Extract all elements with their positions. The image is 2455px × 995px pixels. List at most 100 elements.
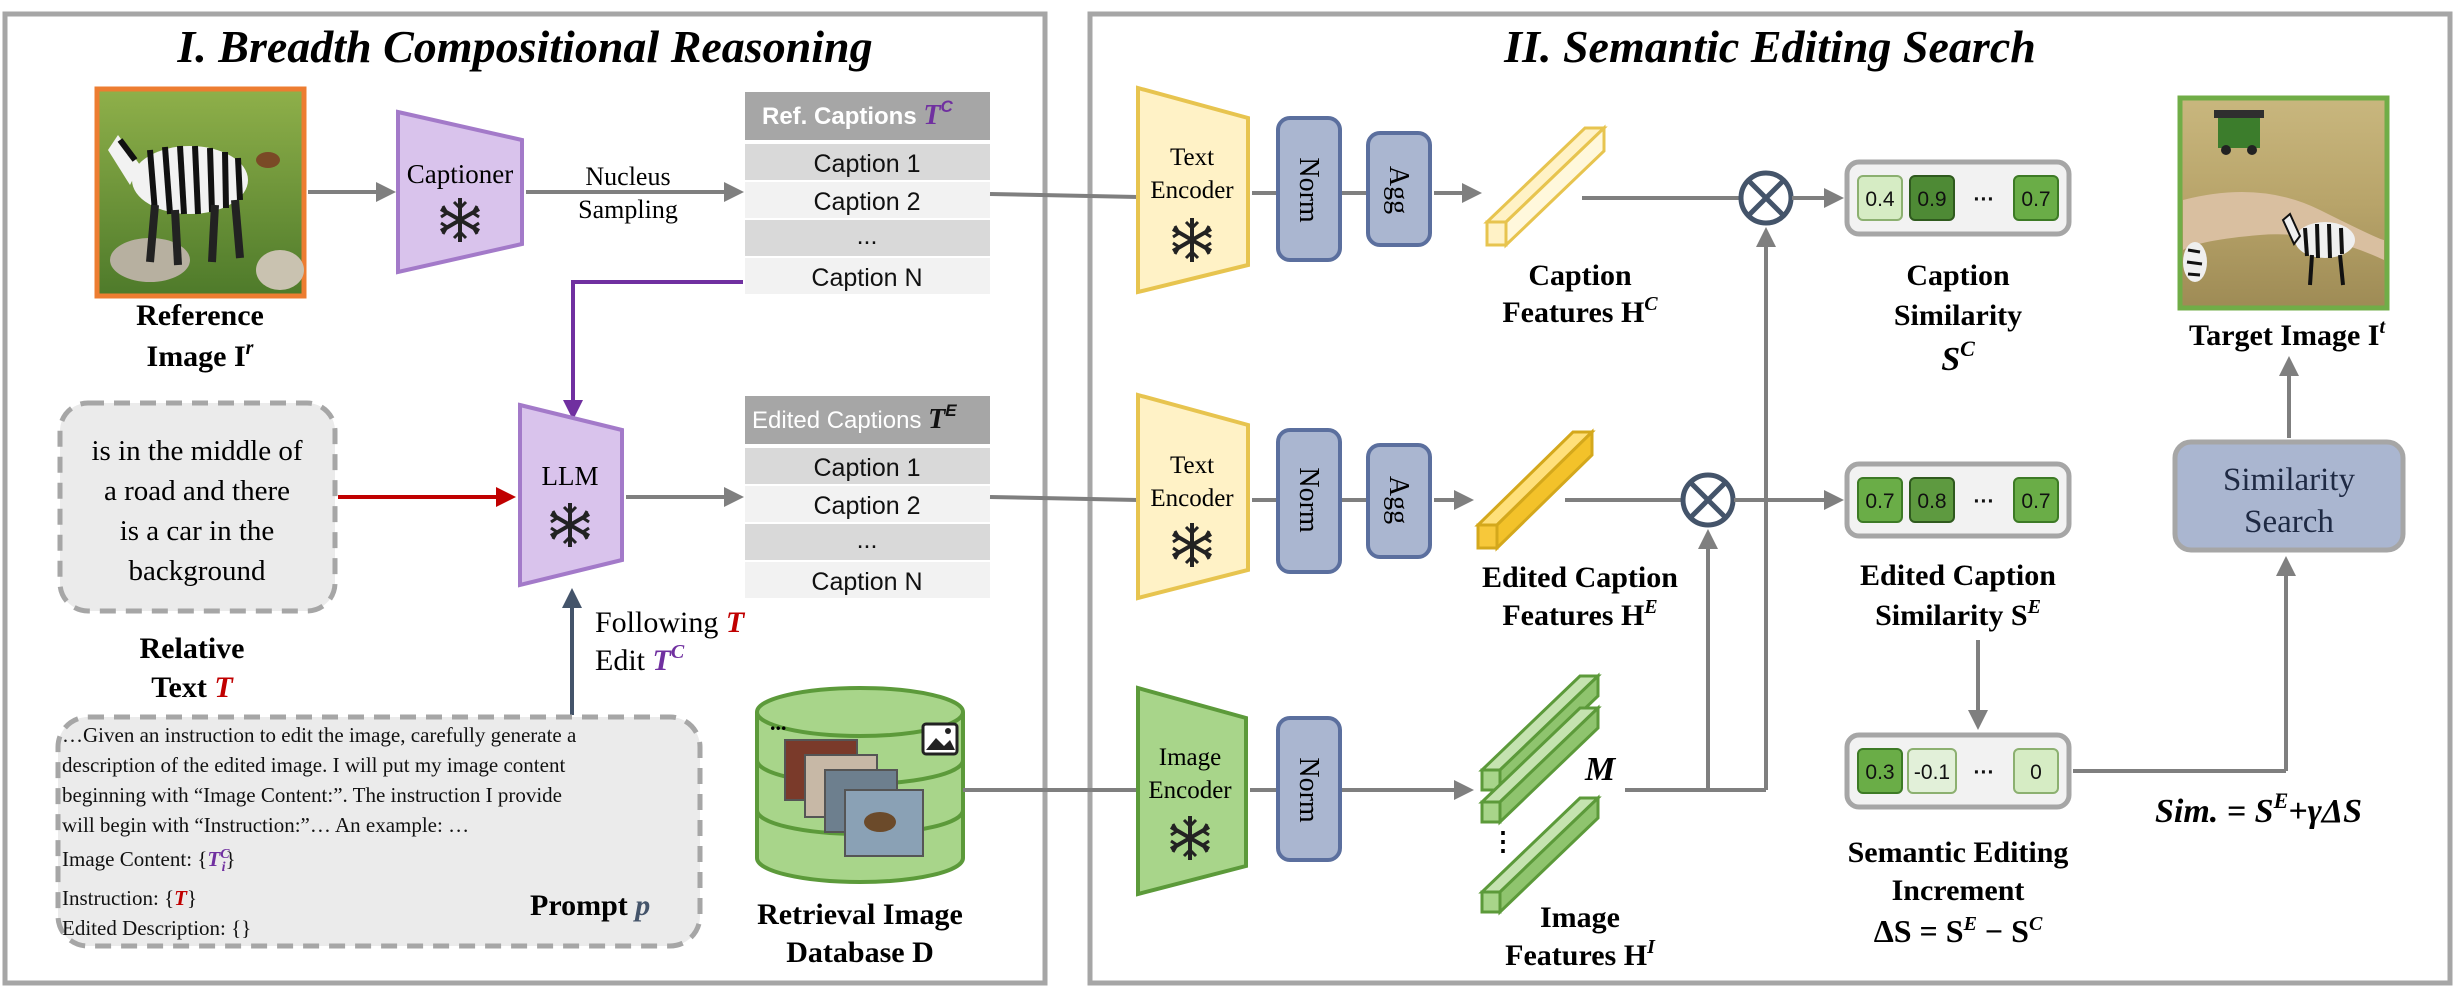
ref-captions-table: Ref. Captions TC Caption 1 Caption 2 ...… [745,92,990,294]
relative-line-4: background [129,555,266,587]
caption-features-label-1: Caption [1528,259,1632,292]
target-label: Target Image It [2189,316,2387,352]
following-label: Following T [595,606,746,639]
prompt-line-3: beginning with “Image Content:”. The ins… [62,783,563,807]
svg-text:Text: Text [1170,144,1214,171]
otimes-icon [1738,170,1794,226]
edited-similarity-label-1: Edited Caption [1860,559,2056,592]
caption-sim-value-1: 0.4 [1865,188,1895,211]
prompt-label: Prompt p [530,889,650,922]
edited-sim-value-2: 0.8 [1917,490,1946,513]
line-edited-captions-encoder [989,495,1139,502]
svg-text:Encoder: Encoder [1148,777,1232,804]
sampling-label: Sampling [578,195,678,224]
prompt-line-2: description of the edited image. I will … [62,753,566,777]
svg-text:Norm: Norm [1293,157,1324,223]
relative-line-1: is in the middle of [91,435,302,467]
svg-text:Encoder: Encoder [1150,485,1234,512]
m-label: M [1584,751,1617,788]
section1-title: I. Breadth Compositional Reasoning [176,21,872,72]
text-encoder-middle: Text Encoder [1136,392,1250,601]
image-feature-bars: ⋮ [1478,672,1602,916]
svg-text:Agg: Agg [1383,476,1414,524]
increment-label-2: Increment [1892,874,2025,907]
image-features-label-1: Image [1540,901,1620,934]
edit-label: Edit TC [595,641,685,677]
llm-label: LLM [542,461,599,491]
norm-block-top: Norm [1276,116,1342,262]
prompt-line-4: will begin with “Instruction:”… An examp… [62,813,470,837]
caption-similarity-label-2: Similarity [1894,299,2022,332]
svg-text:Image: Image [1159,744,1221,771]
llm-block: LLM [518,402,624,588]
edited-sim-value-1: 0.7 [1865,490,1894,513]
agg-block-middle: Agg [1366,443,1432,559]
image-encoder: Image Encoder [1136,685,1248,897]
svg-text:Encoder: Encoder [1150,177,1234,204]
ref-caption-dots: ... [857,222,878,250]
ref-caption-n: Caption N [811,264,922,292]
svg-text:Norm: Norm [1293,467,1324,533]
caption-similarity-label-1: Caption [1906,259,2010,292]
ref-caption-2: Caption 2 [813,188,920,216]
caption-features-label-2: Features HC [1502,293,1658,329]
edited-similarity-vector: 0.7 0.8 ··· 0.7 [1844,461,2072,539]
database-label-2: Database D [786,936,934,969]
line-ref-captions-encoder [989,192,1139,199]
increment-formula: ΔS = SE − SC [1874,913,2043,949]
svg-text:Text: Text [1170,452,1214,479]
svg-text:...: ... [770,710,787,735]
database-cylinder: ... [755,686,965,884]
relative-text-label: Text T [151,671,234,704]
sim-formula: Sim. = SE+γΔS [2155,788,2362,830]
edited-features-label-2: Features HE [1502,596,1657,632]
image-features-label-2: Features HI [1505,936,1656,972]
increment-dots: ··· [1974,761,1995,784]
prompt-box-frame [55,714,703,949]
relative-text-box [57,400,338,614]
caption-sim-value-4: 0.7 [2021,188,2050,211]
prompt-instruction: Instruction: {T} [62,886,198,911]
increment-vector: 0.3 -0.1 ··· 0 [1844,732,2072,810]
svg-text:⋮: ⋮ [1490,827,1516,856]
edited-sim-dots: ··· [1974,490,1995,513]
relative-line-3: is a car in the [120,515,275,547]
edited-feature-bar [1474,428,1596,552]
relative-line-2: a road and there [104,475,290,507]
increment-value-2: -0.1 [1914,761,1950,784]
edited-similarity-label-2: Similarity SE [1875,596,2041,632]
ref-captions-header: Ref. Captions TC [762,97,953,131]
edited-caption-dots: ... [857,526,878,554]
caption-similarity-symbol: SC [1941,336,1975,378]
captioner-label: Captioner [407,159,513,189]
caption-feature-bar [1483,124,1608,249]
safari-photo [2183,110,2355,286]
svg-text:Search: Search [2244,504,2334,540]
otimes-icon [1680,472,1736,528]
norm-block-middle: Norm [1276,428,1342,574]
reference-label: Reference [136,299,264,332]
database-label-1: Retrieval Image [757,898,963,931]
similarity-search-block: Similarity Search [2172,439,2406,553]
norm-block-bottom: Norm [1276,716,1342,862]
target-image [2177,95,2390,311]
edited-caption-2: Caption 2 [813,492,920,520]
nucleus-label: Nucleus [585,162,670,191]
prompt-line-1: …Given an instruction to edit the image,… [62,723,577,747]
ref-caption-1: Caption 1 [813,150,920,178]
image-icon [921,722,959,756]
svg-text:Agg: Agg [1383,166,1414,214]
increment-value-1: 0.3 [1865,761,1894,784]
edited-captions-table: Edited Captions TE Caption 1 Caption 2 .… [745,396,990,598]
prompt-image-content: Image Content: {TCi} [62,847,236,876]
edited-features-label-1: Edited Caption [1482,561,1678,594]
reference-image [94,86,307,299]
captioner-block: Captioner [396,109,524,275]
agg-block-top: Agg [1366,131,1432,247]
prompt-edited-description: Edited Description: {} [62,916,252,941]
svg-text:Similarity: Similarity [2223,462,2356,498]
zebra-photo [108,135,248,266]
arrow-captions-llm [563,280,743,420]
caption-similarity-vector: 0.4 0.9 ··· 0.7 [1844,159,2072,237]
